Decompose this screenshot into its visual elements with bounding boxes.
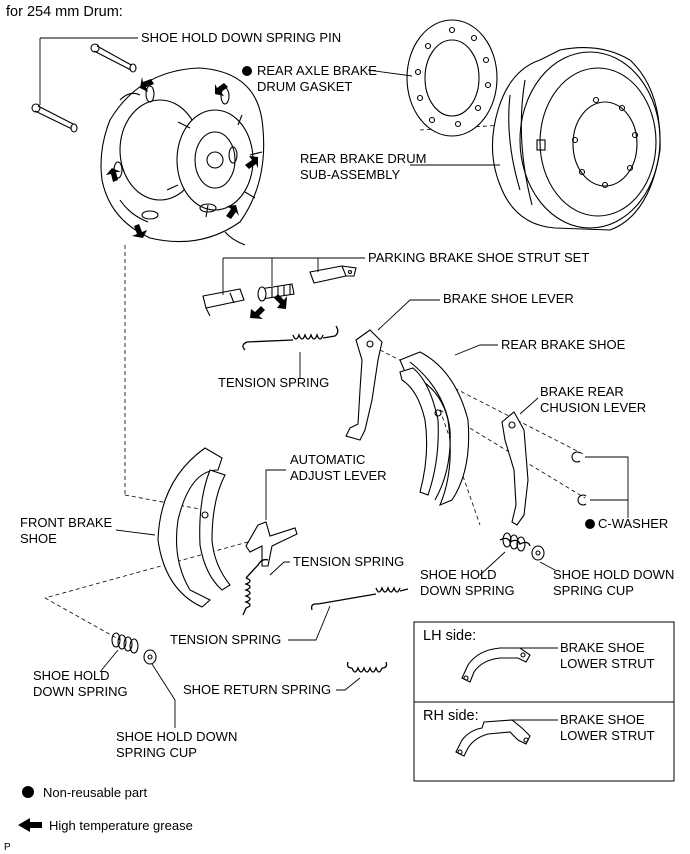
label-shoe-hold-down-spring-pin: SHOE HOLD DOWN SPRING PIN [141,30,341,45]
leader-hold-down-spring-right [479,551,506,576]
lh-lower-strut-part [461,647,531,683]
label-brake-drum-line2: SUB-ASSEMBLY [300,167,401,182]
non-reusable-dot-gasket [242,66,252,76]
shoe-return-spring-part [346,661,388,673]
leader-tension-spring-lower [288,605,331,641]
label-cushion-lever-line2: CHUSION LEVER [540,400,646,415]
hold-down-spring-left-part [111,632,139,654]
label-spring-cup-right-line2: SPRING CUP [553,583,634,598]
parking-brake-strut-parts [202,265,357,317]
leader-brake-shoe-lever [377,299,440,331]
shoe-hold-down-spring-pins [31,43,137,133]
spring-cup-right-part [531,545,545,561]
brake-shoe-lever-part [345,329,383,441]
label-rh-strut-line1: BRAKE SHOE [560,712,645,727]
strut-box-rh-side: RH side: [423,708,479,724]
label-front-shoe-line1: FRONT BRAKE [20,515,113,530]
c-washers [571,451,587,506]
label-brake-drum-line1: REAR BRAKE DRUM [300,151,426,166]
leader-spring-cup-left [151,663,176,728]
automatic-adjust-lever-part [245,521,298,567]
legend-non-reusable-text: Non-reusable part [43,785,147,800]
label-spring-cup-left-line2: SPRING CUP [116,745,197,760]
label-hold-down-spring-left-line1: SHOE HOLD [33,668,110,683]
leader-rear-brake-shoe [454,344,498,356]
backing-plate-assembly [100,67,265,246]
label-tension-spring-lower: TENSION SPRING [170,632,281,647]
strut-set-leaders [222,257,365,295]
label-lh-strut-line1: BRAKE SHOE [560,640,645,655]
footer-code: P [4,842,11,853]
non-reusable-dot-c-washer [585,519,595,529]
c-washer-leaders [585,456,629,518]
legend-non-reusable-dot-icon [22,786,34,798]
tension-spring-lower-part [310,586,409,611]
legend-grease-arrow-icon [18,818,42,832]
label-adjust-lever-line1: AUTOMATIC [290,452,365,467]
label-tension-spring-upper: TENSION SPRING [218,375,329,390]
grease-arrows-backing [106,77,258,238]
tension-spring-upper-part [242,325,339,351]
grease-arrows-strut [250,294,287,319]
legend-grease-text: High temperature grease [49,818,193,833]
leader-cushion-lever [519,397,539,415]
label-shoe-return-spring: SHOE RETURN SPRING [183,682,331,697]
label-c-washer: C-WASHER [598,516,668,531]
strut-box-lh-side: LH side: [423,628,476,644]
leader-adjust-lever [265,469,286,520]
leader-shoe-return-spring [336,677,361,691]
front-brake-shoe-part [157,447,231,608]
hold-down-spring-right-part [499,532,531,552]
rear-brake-shoe-part [399,351,470,507]
label-hold-down-spring-left-line2: DOWN SPRING [33,684,128,699]
label-adjust-lever-line2: ADJUST LEVER [290,468,387,483]
label-hold-down-spring-right-line2: DOWN SPRING [420,583,515,598]
label-gasket-line2: DRUM GASKET [257,79,352,94]
label-lh-strut-line2: LOWER STRUT [560,656,655,671]
leader-tension-spring-mid [269,561,290,576]
label-front-shoe-line2: SHOE [20,531,57,546]
leader-front-shoe [115,529,156,536]
label-hold-down-spring-right-line1: SHOE HOLD [420,567,497,582]
spring-cup-left-part [143,649,157,665]
label-rear-brake-shoe: REAR BRAKE SHOE [501,337,626,352]
leader-gasket [367,69,413,77]
tension-spring-mid-part [242,558,269,616]
label-cushion-lever-line1: BRAKE REAR [540,384,624,399]
leader-hold-down-spring-left [99,649,119,673]
label-gasket-line1: REAR AXLE BRAKE [257,63,377,78]
spring-pin-leaders [39,37,138,105]
label-rh-strut-line2: LOWER STRUT [560,728,655,743]
rh-lower-strut-part [455,719,531,757]
label-spring-cup-right-line1: SHOE HOLD DOWN [553,567,674,582]
lower-strut-box [413,621,675,782]
label-strut-set: PARKING BRAKE SHOE STRUT SET [368,250,589,265]
label-spring-cup-left-line1: SHOE HOLD DOWN [116,729,237,744]
rear-axle-brake-drum-gasket [406,19,498,137]
rear-brake-drum [491,47,661,231]
label-brake-shoe-lever: BRAKE SHOE LEVER [443,291,574,306]
label-tension-spring-mid: TENSION SPRING [293,554,404,569]
diagram-header: for 254 mm Drum: [6,4,123,20]
cushion-lever-part [501,411,529,526]
leader-spring-cup-right [539,561,556,571]
